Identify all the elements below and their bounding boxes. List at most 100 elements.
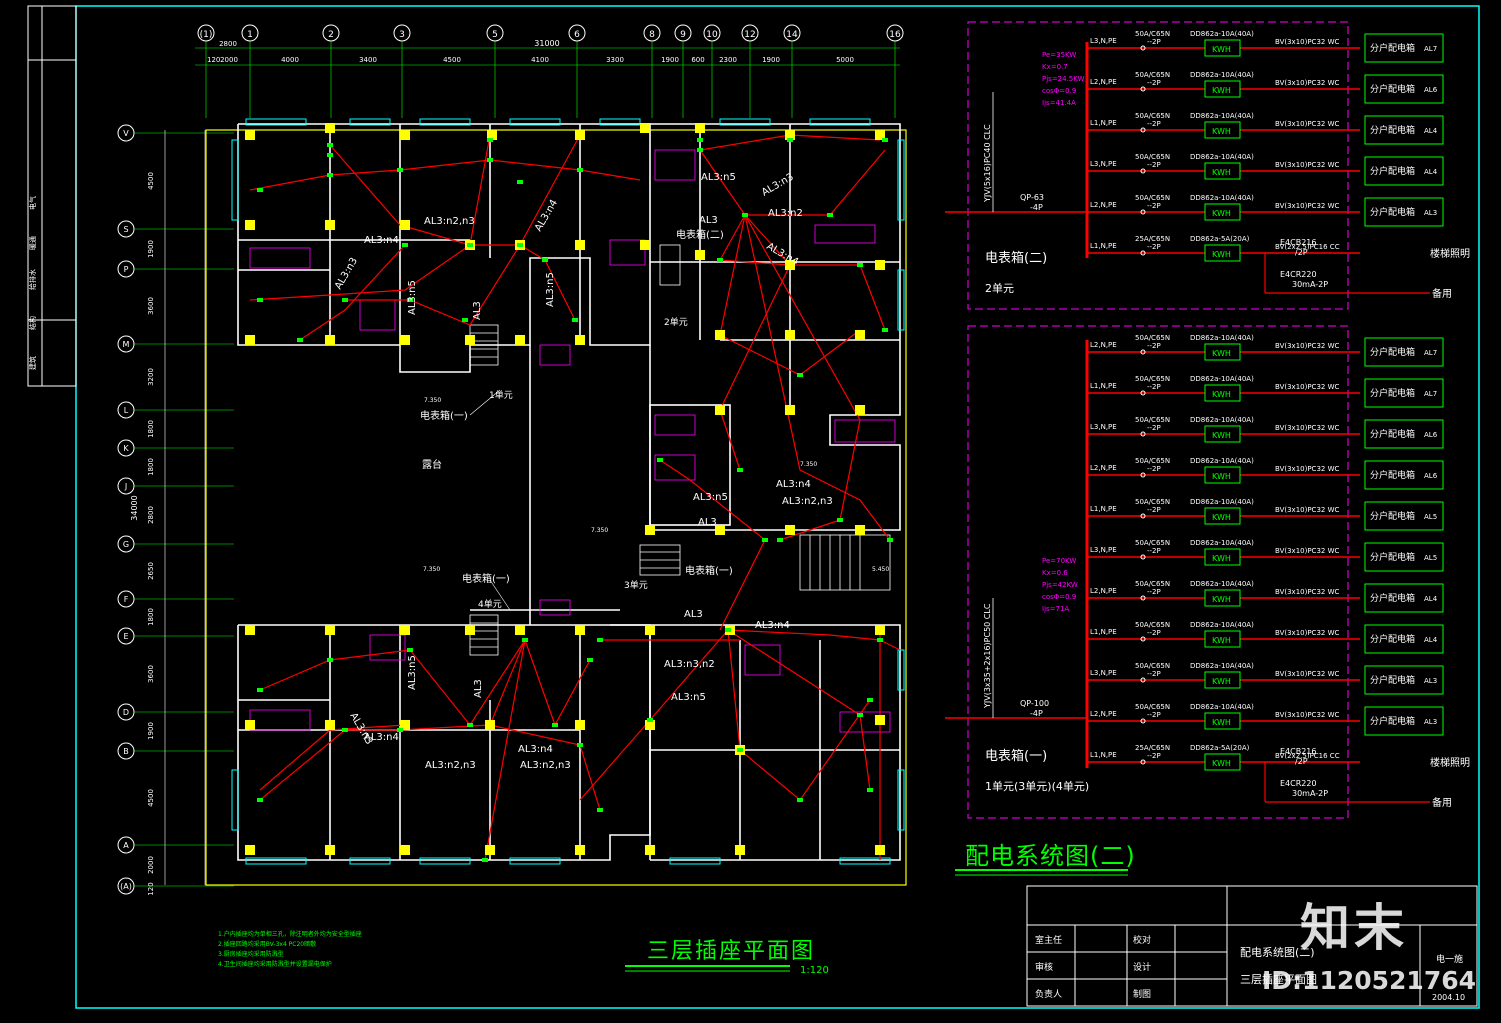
meter-box-label: 电表箱(二) [676, 228, 724, 241]
title-block-label: 设计 [1133, 961, 1151, 973]
sub-panel-box [1364, 665, 1444, 695]
sub-panel-label: 分户配电箱 [1370, 165, 1415, 177]
breaker-label: 50A/C65N [1135, 662, 1170, 670]
sub-panel-box [1364, 156, 1444, 186]
breaker-symbol [1140, 349, 1146, 355]
windows [231, 118, 905, 865]
phase-label: L3,N,PE [1090, 669, 1117, 677]
breaker-symbol [1140, 168, 1146, 174]
meter-box-2-outline [967, 21, 1349, 310]
kwh-label: KWH [1212, 250, 1231, 259]
column [645, 625, 655, 635]
socket [787, 138, 793, 142]
column [875, 260, 885, 270]
column [715, 330, 725, 340]
title-block-label: 负责人 [1035, 988, 1062, 1000]
socket [257, 188, 263, 192]
kwh-label: KWH [1212, 86, 1231, 95]
pole-label: --2P [1147, 465, 1161, 473]
column [855, 525, 865, 535]
meter-label: DD862a-5A(20A) [1190, 744, 1250, 752]
socket [342, 728, 348, 732]
column [515, 335, 525, 345]
grid-axis-label: (1) [200, 30, 213, 40]
circuit-label: AL3:n5 [701, 172, 736, 183]
load-param: Pjs=42KW [1042, 581, 1078, 589]
phase-label: L1,N,PE [1090, 628, 1117, 636]
circuit-label: AL3:n5 [693, 492, 728, 503]
phase-label: L3,N,PE [1090, 423, 1117, 431]
socket [697, 138, 703, 142]
column [575, 845, 585, 855]
grid-axis-label: B [123, 747, 129, 756]
meter-box-label: 电表箱(一) [685, 564, 733, 577]
sub-panel-box [1364, 501, 1444, 531]
breaker-symbol [1140, 513, 1146, 519]
breaker-symbol [1140, 45, 1146, 51]
breaker-label: 50A/C65N [1135, 498, 1170, 506]
system-title: 配电系统图(二) [965, 842, 1136, 870]
socket [327, 143, 333, 147]
kwh-box [1204, 671, 1241, 689]
phase-label: L1,N,PE [1090, 505, 1117, 513]
socket [737, 748, 743, 752]
sub-panel-id: AL3 [1424, 718, 1437, 726]
meter-label: DD862a-10A(40A) [1190, 30, 1254, 38]
phase-label: L1,N,PE [1090, 382, 1117, 390]
dim-value: 120 [207, 56, 220, 64]
sub-panel-label: 分户配电箱 [1370, 83, 1415, 95]
cable-label: BV(3x10)PC32 WC [1275, 629, 1340, 637]
strip-label: 给排水 [28, 269, 37, 290]
column [575, 240, 585, 250]
feeder-label: YJV(3x35+2x16)PC50 CLC [983, 603, 992, 709]
column [245, 720, 255, 730]
dim-value: 2300 [719, 56, 737, 64]
dim-value: 1900 [147, 722, 155, 740]
column [515, 625, 525, 635]
breaker-symbol [1140, 431, 1146, 437]
sockets [257, 138, 893, 862]
sub-panel-id: AL7 [1424, 45, 1437, 53]
dim-value: 600 [691, 56, 704, 64]
socket [517, 243, 523, 247]
column [785, 330, 795, 340]
column [245, 625, 255, 635]
breaker-symbol [1140, 554, 1146, 560]
dim-value: 5000 [836, 56, 854, 64]
sub-panel-box [1364, 624, 1444, 654]
socket [517, 180, 523, 184]
note-line: 4.卫生间插座均采用防溅型并设置漏电保护 [218, 961, 332, 968]
meter-label: DD862a-10A(40A) [1190, 71, 1254, 79]
socket [877, 638, 883, 642]
breaker-symbol [1140, 86, 1146, 92]
sub-panel-label: 分户配电箱 [1370, 715, 1415, 727]
branch-breaker-label: E4CB216 [1280, 747, 1317, 756]
sub-panel-id: AL4 [1424, 127, 1438, 135]
socket [857, 713, 863, 717]
note-line: 1.户内插座均为单相三孔，除注明者外均为安全型插座 [218, 931, 362, 938]
grid-axis-label: 9 [680, 30, 686, 40]
column [875, 845, 885, 855]
leader-line [489, 579, 511, 611]
main-breaker-label: -4P [1030, 709, 1043, 718]
kwh-label: KWH [1212, 636, 1231, 645]
load-param: Ijs=71A [1042, 605, 1069, 613]
column [715, 405, 725, 415]
socket [657, 458, 663, 462]
breaker-label: 50A/C65N [1135, 194, 1170, 202]
kwh-label: KWH [1212, 45, 1231, 54]
circuit-label: AL3:n2,n3 [425, 760, 476, 771]
strip-label: 建筑 [28, 356, 37, 370]
breaker-symbol [1140, 677, 1146, 683]
cable-label: BV(3x10)PC32 WC [1275, 711, 1340, 719]
sub-panel-box [1364, 460, 1444, 490]
socket [837, 518, 843, 522]
column [485, 720, 495, 730]
circuit-label: AL3 [472, 301, 483, 320]
main-breaker-label: -4P [1030, 203, 1043, 212]
phase-label: L3,N,PE [1090, 160, 1117, 168]
title-block-label: 审核 [1035, 961, 1053, 973]
phase-label: L1,N,PE [1090, 242, 1117, 250]
column [325, 335, 335, 345]
